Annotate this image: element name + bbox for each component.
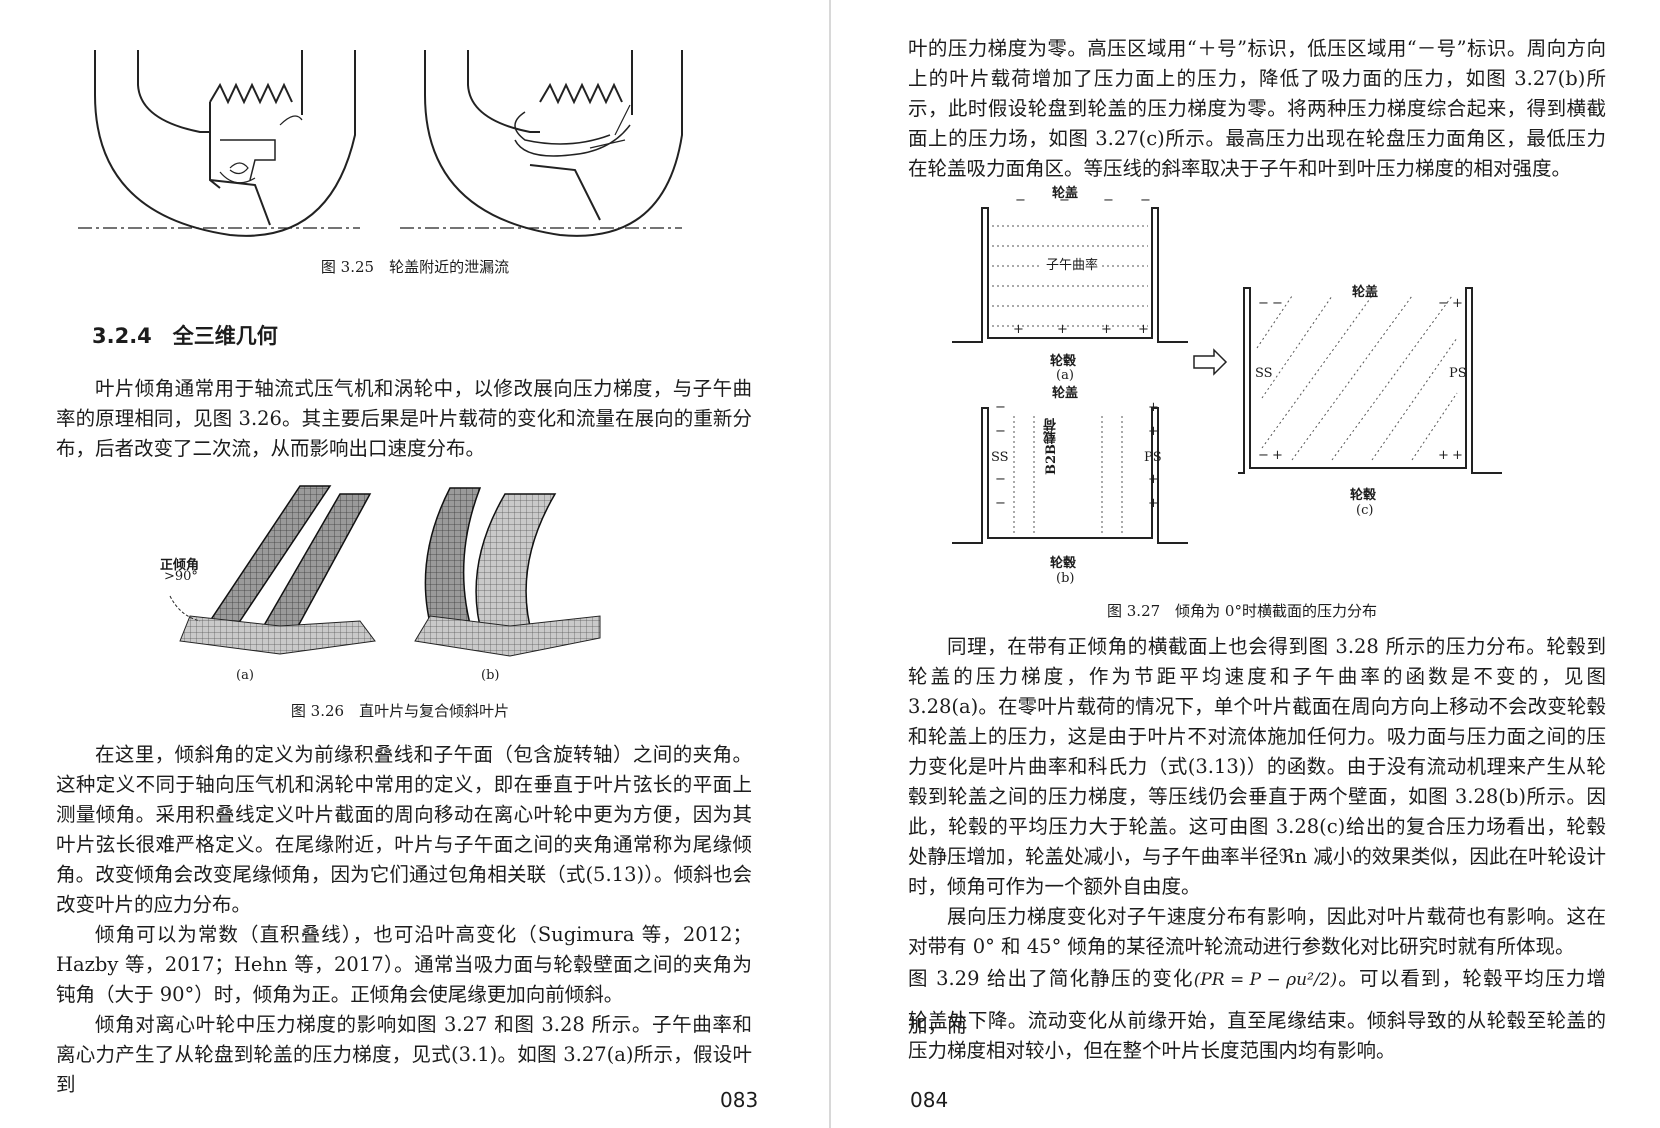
right-paragraph-3: 展向压力梯度变化对子午速度分布有影响，因此对叶片载荷也有影响。这在对带有 0° …	[908, 905, 1606, 958]
panel-c-frame	[1238, 287, 1502, 474]
fig327-a-sub: (a)	[1056, 368, 1074, 383]
formula-text: PR = P − ρu²/2	[1200, 969, 1331, 990]
fig327-b-minus-3: −	[995, 472, 1006, 487]
fig327-b-plus-3: +	[1148, 472, 1159, 487]
formula-trail-text: 。可以看到，轮毂平均压力增加，而	[908, 967, 1606, 1037]
fig327-c-sub: (c)	[1356, 503, 1374, 518]
right-paragraph-1: 叶的压力梯度为零。高压区域用“＋号”标识，低压区域用“－号”标识。周向方向上的叶…	[908, 37, 1606, 180]
right-paragraph-5: 轮盖处下降。流动变化从前缘开始，直至尾缘结束。倾斜导致的从轮毂至轮盖的压力梯度相…	[908, 1009, 1606, 1062]
fig327-a-minus-4: −	[1140, 193, 1151, 208]
fig327-b-minus-2: −	[995, 424, 1006, 439]
fig327-b-plus-2: +	[1148, 424, 1159, 439]
fig327-a-middle: 子午曲率	[1042, 254, 1103, 273]
fig327-a-minus-3: −	[1103, 193, 1114, 208]
figure-3-25	[78, 50, 683, 237]
leakage-sketch-right	[424, 50, 683, 237]
figure-3-26-sub-a: (a)	[236, 668, 254, 683]
leakage-sketch-left	[94, 50, 356, 237]
fig327-b-sub: (b)	[1056, 571, 1075, 586]
figure-3-26-caption: 图 3.26 直叶片与复合倾斜叶片	[290, 702, 510, 720]
simplified-static-pressure-formula: (PR = P − ρu²/2)	[1193, 969, 1338, 990]
left-page-number: 083	[720, 1088, 759, 1112]
figure-3-27-caption: 图 3.27 倾角为 0°时横截面的压力分布	[1107, 602, 1377, 620]
figure-3-27	[952, 207, 1502, 544]
fig327-c-plus-2: +	[1272, 448, 1283, 463]
fig327-a-minus-1: −	[1015, 193, 1026, 208]
fig327-b-top: 轮盖	[1052, 386, 1079, 401]
left-paragraph-1: 叶片倾角通常用于轴流式压气机和涡轮中，以修改展向压力梯度，与子午曲率的原理相同，…	[56, 377, 752, 460]
fig327-c-left: SS	[1255, 366, 1273, 381]
compound-lean-blades	[414, 487, 601, 657]
fig327-b-middle: B2B载荷	[1044, 418, 1059, 476]
right-paragraph-4: 图 3.29 给出了简化静压的变化(PR = P − ρu²/2)。可以看到，轮…	[908, 956, 1606, 1049]
fig327-c-plus-1: +	[1452, 296, 1463, 311]
straight-blades	[179, 485, 376, 655]
figure-3-25-caption: 图 3.25 轮盖附近的泄漏流	[320, 258, 510, 276]
fig327-b-minus-4: −	[995, 496, 1006, 511]
left-paragraph-2: 在这里，倾斜角的定义为前缘积叠线和子午面（包含旋转轴）之间的夹角。这种定义不同于…	[56, 743, 752, 916]
fig327-a-plus-1: +	[1013, 322, 1024, 337]
book-gutter	[829, 0, 831, 1128]
fig327-c-top: 轮盖	[1352, 285, 1379, 300]
right-paragraph-2: 同理，在带有正倾角的横截面上也会得到图 3.28 所示的压力分布。轮毂到轮盖的压…	[908, 635, 1606, 898]
formula-lead-text: 图 3.29 给出了简化静压的变化	[908, 967, 1194, 990]
panel-a-frame	[952, 207, 1188, 343]
fig327-a-minus-2: −	[1059, 193, 1070, 208]
fig327-c-minus-2: −	[1272, 296, 1283, 311]
combine-arrow	[1193, 348, 1228, 376]
fig327-c-right: PS	[1449, 366, 1467, 381]
fig327-c-minus-1: −	[1258, 296, 1269, 311]
right-page: 叶的压力梯度为零。高压区域用“＋号”标识，低压区域用“－号”标识。周向方向上的叶…	[832, 0, 1660, 1128]
left-paragraph-3: 倾角可以为常数（直积叠线），也可沿叶高变化（Sugimura 等，2012；Ha…	[56, 923, 752, 1006]
fig327-c-bottom: 轮毂	[1350, 488, 1377, 503]
fig327-c-minus-3: −	[1438, 296, 1449, 311]
figure-3-26	[169, 485, 601, 657]
fig327-a-plus-3: +	[1101, 322, 1112, 337]
fig327-a-top: 轮盖	[1052, 186, 1079, 201]
fig327-b-plus-4: +	[1148, 496, 1159, 511]
fig327-c-minus-4: −	[1258, 448, 1269, 463]
figure-3-26-sub-b: (b)	[481, 668, 500, 683]
fig327-a-plus-4: +	[1138, 322, 1149, 337]
fig327-b-bottom: 轮毂	[1050, 556, 1077, 571]
lean-angle-label-1: 正倾角	[160, 558, 200, 573]
fig327-c-plus-4: +	[1452, 448, 1463, 463]
fig327-b-left: SS	[991, 450, 1009, 465]
fig327-b-minus-1: −	[995, 400, 1006, 415]
fig327-a-bottom: 轮毂	[1050, 354, 1077, 369]
fig327-b-plus-1: +	[1148, 400, 1159, 415]
panel-b-frame	[952, 407, 1188, 544]
lean-angle-label-2: >90°	[164, 569, 198, 584]
left-page: 图 3.25 轮盖附近的泄漏流 3.2.4 全三维几何 叶片倾角通常用于轴流式压…	[56, 50, 759, 1112]
fig327-b-right: PS	[1144, 450, 1162, 465]
right-page-number: 084	[910, 1088, 949, 1112]
fig327-c-plus-3: +	[1438, 448, 1449, 463]
fig327-a-plus-2: +	[1057, 322, 1068, 337]
section-heading: 3.2.4 全三维几何	[92, 324, 278, 348]
left-paragraph-4: 倾角对离心叶轮中压力梯度的影响如图 3.27 和图 3.28 所示。子午曲率和离…	[56, 1013, 752, 1096]
